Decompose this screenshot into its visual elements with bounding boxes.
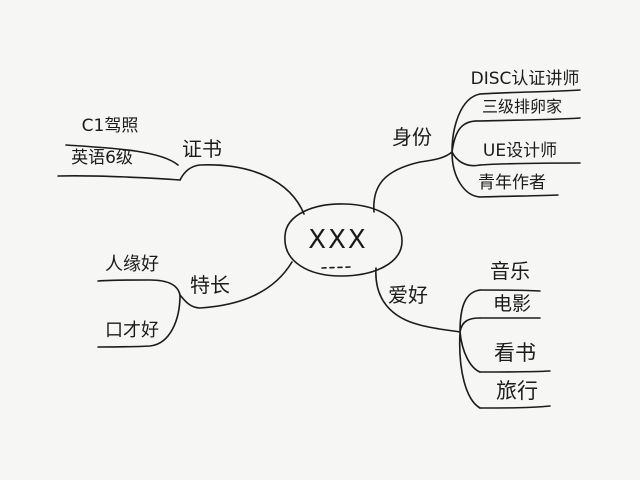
identity-item-4: 青年作者 (478, 173, 546, 193)
underline-identity-3 (479, 162, 581, 166)
certificate-item-1: C1驾照 (82, 116, 139, 136)
identity-item-2: 三级排卵家 (482, 97, 562, 116)
underline-certificate-1 (65, 144, 179, 166)
branch-label-hobbies: 爱好 (388, 283, 428, 307)
branch-identity: 身份 DISC认证讲师 三级排卵家 UE设计师 青年作者 (373, 69, 581, 213)
underline-identity-2 (479, 117, 581, 122)
center-dash-line (321, 266, 351, 269)
underline-hobby-4 (479, 405, 551, 409)
center-label: XXX (308, 225, 367, 255)
underline-strength-2 (97, 294, 181, 348)
hobby-item-2: 电影 (493, 293, 531, 315)
connector-certificates (179, 164, 305, 215)
connector-hobbies (375, 267, 461, 333)
certificate-item-2: 英语6级 (71, 148, 133, 168)
strength-item-2: 口才好 (105, 320, 159, 341)
identity-item-1: DISC认证讲师 (471, 69, 580, 89)
branch-strengths: 特长 人缘好 口才好 (97, 254, 293, 348)
connector-strengths (179, 261, 293, 309)
branch-hobbies: 爱好 音乐 电影 看书 旅行 (375, 259, 551, 409)
center-node: XXX (284, 203, 403, 277)
hobby-item-3: 看书 (494, 341, 536, 365)
underline-identity-4 (479, 194, 559, 198)
branch-certificates: 证书 C1驾照 英语6级 (57, 116, 305, 215)
underline-hobby-3 (479, 370, 551, 373)
connector-identity (373, 151, 453, 213)
underline-strength-1 (97, 279, 181, 296)
center-ellipse (284, 203, 403, 277)
branch-label-strengths: 特长 (190, 273, 230, 297)
hobby-item-4: 旅行 (496, 379, 538, 403)
hobbies-spine (458, 289, 481, 409)
branch-label-certificates: 证书 (182, 137, 222, 161)
underline-identity-1 (479, 89, 581, 95)
strength-item-1: 人缘好 (105, 254, 159, 275)
underline-certificate-2 (57, 175, 181, 181)
branch-label-identity: 身份 (392, 125, 432, 149)
identity-item-3: UE设计师 (483, 141, 557, 161)
underline-hobby-1 (479, 289, 541, 292)
hobby-item-1: 音乐 (490, 259, 530, 283)
identity-spine (451, 93, 481, 198)
